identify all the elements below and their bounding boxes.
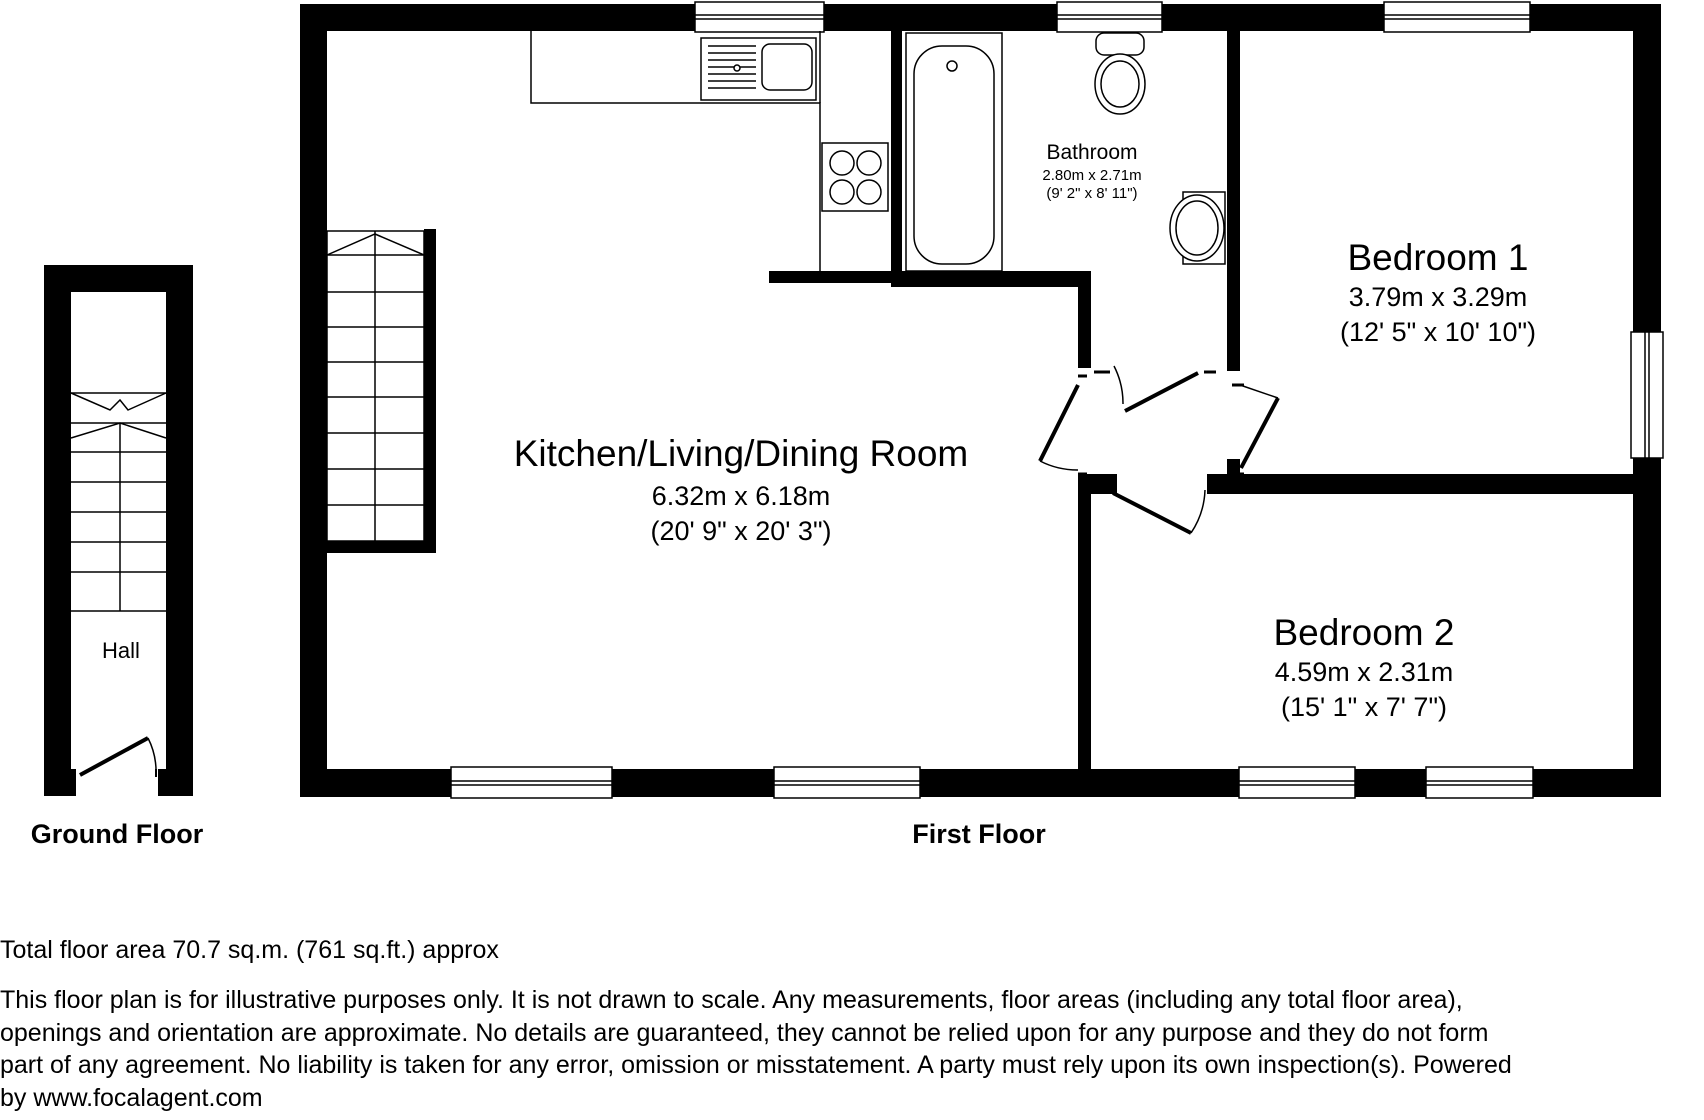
bathroom-metric: 2.80m x 2.71m	[1042, 167, 1141, 184]
first-floor-stairs	[326, 230, 425, 542]
toilet-icon	[1094, 32, 1146, 115]
bedroom-2-name: Bedroom 2	[1274, 612, 1455, 653]
bedroom-2-imperial: (15' 1" x 7' 7")	[1281, 692, 1447, 722]
hall-entrance-gap	[76, 768, 158, 798]
first-floor-caption: First Floor	[912, 819, 1046, 849]
first-floor-plan	[300, 1, 1664, 799]
disclaimer-line: openings and orientation are approximate…	[0, 1018, 1489, 1047]
total-floor-area: Total floor area 70.7 sq.m. (761 sq.ft.)…	[0, 936, 499, 964]
bedroom-1-door	[1232, 383, 1280, 476]
window	[1630, 331, 1664, 459]
doors	[1038, 365, 1280, 535]
kitchen-door	[1038, 374, 1087, 476]
kitchen-metric: 6.32m x 6.18m	[652, 481, 831, 511]
kitchen-name: Kitchen/Living/Dining Room	[514, 433, 969, 474]
kitchen-counter	[530, 31, 821, 271]
hob-icon	[821, 142, 889, 212]
hall-name: Hall	[102, 638, 140, 663]
disclaimer-line: part of any agreement. No liability is t…	[0, 1051, 1512, 1079]
hall-door	[79, 736, 157, 777]
window	[694, 1, 825, 33]
window	[1425, 766, 1534, 799]
basin-icon	[1169, 191, 1226, 265]
window	[773, 766, 921, 799]
bedroom-2-metric: 4.59m x 2.31m	[1275, 657, 1454, 687]
internal-walls	[327, 31, 1633, 769]
kitchen-imperial: (20' 9" x 20' 3")	[650, 516, 831, 546]
window	[450, 766, 613, 799]
window	[1383, 1, 1531, 33]
window	[1238, 766, 1356, 799]
bedroom-2-door	[1094, 489, 1206, 535]
bedroom-1-imperial: (12' 5" x 10' 10")	[1340, 317, 1536, 347]
bedroom-1-metric: 3.79m x 3.29m	[1349, 282, 1528, 312]
bathroom-door	[1094, 365, 1216, 413]
ground-floor-plan	[44, 265, 193, 798]
room-labels: Hall Kitchen/Living/Dining Room 6.32m x …	[31, 141, 1536, 849]
disclaimer-line: This floor plan is for illustrative purp…	[0, 986, 1463, 1014]
hall-interior	[71, 292, 166, 769]
bath-icon	[905, 32, 1003, 272]
disclaimer-line: by www.focalagent.com	[0, 1083, 263, 1112]
floor-plan: Hall Kitchen/Living/Dining Room 6.32m x …	[31, 1, 1664, 849]
window	[1056, 1, 1163, 33]
sink-icon	[700, 37, 817, 101]
bedroom-1-name: Bedroom 1	[1348, 237, 1529, 278]
bathroom-imperial: (9' 2" x 8' 11")	[1046, 185, 1137, 202]
ground-floor-caption: Ground Floor	[31, 819, 204, 849]
disclaimer: This floor plan is for illustrative purp…	[0, 984, 1704, 1114]
hall-stairs	[70, 392, 167, 612]
bathroom-name: Bathroom	[1046, 141, 1137, 164]
windows	[450, 1, 1664, 799]
